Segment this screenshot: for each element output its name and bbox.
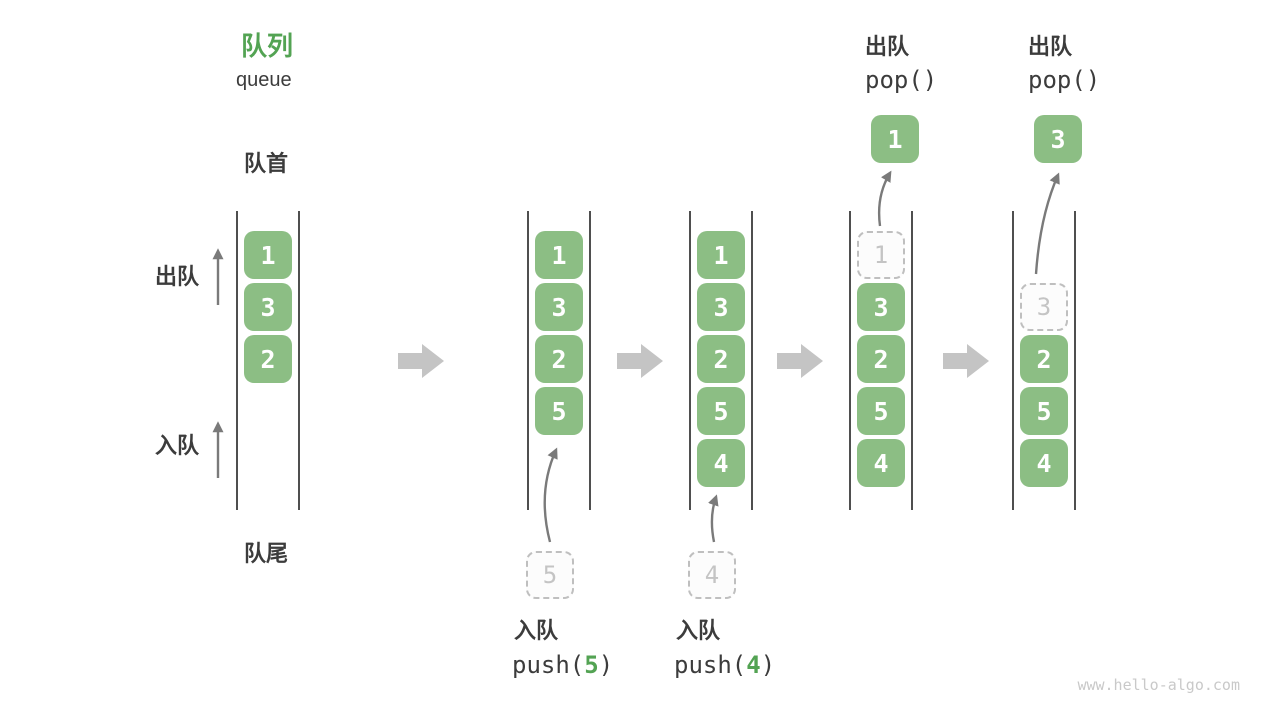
incoming-element-ghost: 4: [688, 551, 736, 599]
push-op-code-pre: push(: [512, 651, 585, 679]
queue-element: 5: [1020, 387, 1068, 435]
pop-op-label: 出队: [865, 34, 910, 59]
queue-wall-left: [236, 211, 238, 510]
push-op-code-arg: 4: [746, 651, 761, 679]
pop-op-label: 出队: [1028, 34, 1073, 59]
queue-wall-right: [911, 211, 913, 510]
queue-element: 2: [1020, 335, 1068, 383]
queue-element: 2: [535, 335, 583, 383]
queue-element: 4: [697, 439, 745, 487]
push-op-label: 入队: [676, 618, 721, 643]
queue-element: 5: [535, 387, 583, 435]
queue-wall-right: [298, 211, 300, 510]
queue-element: 1: [535, 231, 583, 279]
watermark: www.hello-algo.com: [1077, 676, 1240, 694]
queue-element: 4: [857, 439, 905, 487]
push-op-code-post: ): [598, 651, 614, 679]
queue-element: 3: [535, 283, 583, 331]
transition-arrow-icon: [777, 344, 823, 378]
queue-wall-right: [589, 211, 591, 510]
push-op-code-post: ): [760, 651, 776, 679]
push-arrow-icon: [543, 447, 558, 543]
transition-arrow-icon: [617, 344, 663, 378]
queue-element: 2: [244, 335, 292, 383]
queue-wall-right: [751, 211, 753, 510]
dequeue-side-label: 出队: [155, 264, 200, 289]
queue-wall-left: [689, 211, 691, 510]
queue-element-ghost: 1: [857, 231, 905, 279]
diagram-title-en: queue: [236, 69, 292, 91]
push-arrow-icon: [708, 494, 719, 543]
queue-element: 3: [244, 283, 292, 331]
queue-element-ghost: 3: [1020, 283, 1068, 331]
incoming-element-ghost: 5: [526, 551, 574, 599]
popped-element: 1: [871, 115, 919, 163]
queue-wall-left: [1012, 211, 1014, 510]
queue-element: 3: [697, 283, 745, 331]
queue-wall-left: [527, 211, 529, 510]
queue-element: 1: [244, 231, 292, 279]
push-op-label: 入队: [514, 618, 559, 643]
transition-arrow-icon: [943, 344, 989, 378]
push-op-code-pre: push(: [674, 651, 747, 679]
push-op-code: push(4): [674, 653, 775, 677]
queue-rear-label: 队尾: [244, 541, 289, 566]
queue-wall-right: [1074, 211, 1076, 510]
queue-element: 5: [857, 387, 905, 435]
push-op-code-arg: 5: [584, 651, 599, 679]
queue-element: 5: [697, 387, 745, 435]
queue-element: 3: [857, 283, 905, 331]
popped-element: 3: [1034, 115, 1082, 163]
diagram-title-zh: 队列: [241, 31, 294, 61]
push-op-code: push(5): [512, 653, 613, 677]
queue-element: 4: [1020, 439, 1068, 487]
enqueue-side-label: 入队: [155, 433, 200, 458]
pop-arrow-icon: [877, 170, 892, 227]
pop-op-code: pop(): [865, 66, 938, 94]
transition-arrow-icon: [398, 344, 444, 378]
queue-front-label: 队首: [244, 151, 289, 176]
pop-arrow-icon: [1034, 172, 1060, 275]
queue-wall-left: [849, 211, 851, 510]
queue-element: 1: [697, 231, 745, 279]
queue-element: 2: [857, 335, 905, 383]
pop-op-code: pop(): [1028, 66, 1101, 94]
queue-element: 2: [697, 335, 745, 383]
